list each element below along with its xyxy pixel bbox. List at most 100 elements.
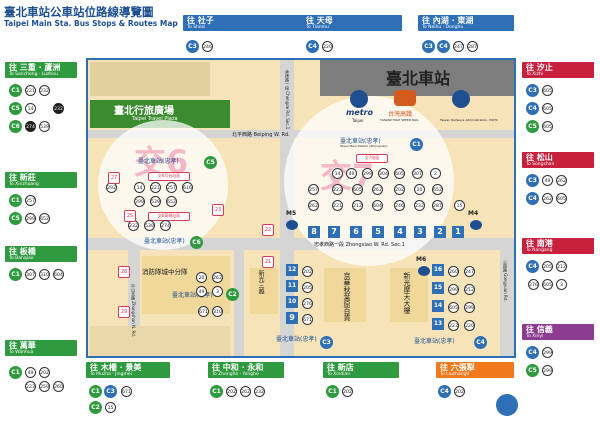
route-c2[interactable]: C2: [89, 401, 102, 414]
route-15[interactable]: 15: [105, 402, 116, 413]
map-stop-c2[interactable]: C2: [226, 288, 239, 301]
dest-bar-shezi[interactable]: 往 社子 To Shezi: [183, 15, 313, 31]
platform-9[interactable]: 9: [286, 312, 298, 324]
route-605[interactable]: 605: [542, 279, 553, 290]
route-49[interactable]: 49: [25, 367, 36, 378]
route-c3[interactable]: C3: [526, 84, 539, 97]
route-604[interactable]: 604: [53, 269, 64, 280]
route-205[interactable]: 205: [542, 261, 553, 272]
map-stop-c1[interactable]: C1: [410, 138, 423, 151]
station-map[interactable]: 交6 交7 臺北車站 metro Taipei 台灣高鐵 TAIWAN HIGH…: [86, 58, 516, 358]
route-c3[interactable]: C3: [186, 40, 199, 53]
dest-bar-xindian[interactable]: 往 新店 To Xindian: [323, 362, 399, 378]
route-274[interactable]: 274: [25, 121, 36, 132]
route-605[interactable]: 605: [542, 85, 553, 96]
route-c1[interactable]: C1: [9, 366, 22, 379]
route-259[interactable]: 259: [39, 381, 50, 392]
route-c3[interactable]: C3: [422, 40, 435, 53]
dest-bar-muzha[interactable]: 往 木柵 · 景美 To Muzha · Jingmei: [86, 362, 170, 378]
route-c4[interactable]: C4: [437, 40, 450, 53]
platform-10[interactable]: 10: [286, 296, 298, 308]
route-232-express[interactable]: 232: [53, 103, 64, 114]
platform-5[interactable]: 5: [372, 226, 384, 238]
dest-bar-xizhi[interactable]: 往 汐止 To Xizhi: [522, 62, 594, 78]
route-c5[interactable]: C5: [9, 102, 22, 115]
platform-15[interactable]: 15: [432, 282, 444, 294]
route-257[interactable]: 257: [25, 195, 36, 206]
map-stop-c3[interactable]: C3: [320, 336, 333, 349]
dest-bar-neihu[interactable]: 往 內湖 · 東湖 To Neihu · Donghu: [418, 15, 514, 31]
route-c5[interactable]: C5: [526, 364, 539, 377]
platform-6[interactable]: 6: [350, 226, 362, 238]
route-262[interactable]: 262: [556, 175, 567, 186]
route-605[interactable]: 605: [556, 193, 567, 204]
route-c4[interactable]: C4: [526, 346, 539, 359]
route-299[interactable]: 299: [25, 213, 36, 224]
route-221[interactable]: 221: [25, 85, 36, 96]
route-539[interactable]: 539: [39, 121, 50, 132]
route-671[interactable]: 671: [121, 386, 132, 397]
route-212[interactable]: 212: [556, 261, 567, 272]
route-299[interactable]: 299: [542, 365, 553, 376]
route-c1[interactable]: C1: [326, 385, 339, 398]
platform-2[interactable]: 2: [434, 226, 446, 238]
route-c4[interactable]: C4: [526, 192, 539, 205]
route-49[interactable]: 49: [542, 175, 553, 186]
dest-bar-banqiao[interactable]: 往 板橋 To Banqiao: [5, 246, 77, 262]
route-232[interactable]: 232: [39, 85, 50, 96]
platform-14[interactable]: 14: [432, 300, 444, 312]
route-14[interactable]: 14: [25, 103, 36, 114]
map-stop-c6[interactable]: C6: [190, 236, 203, 249]
dest-bar-nangang[interactable]: 往 南港 To Nangang: [522, 238, 594, 254]
route-c4[interactable]: C4: [438, 385, 451, 398]
route-c3[interactable]: C3: [526, 174, 539, 187]
route-c5[interactable]: C5: [526, 120, 539, 133]
route-c3[interactable]: C3: [104, 385, 117, 398]
platform-13[interactable]: 13: [432, 318, 444, 330]
route-220[interactable]: 220: [322, 41, 333, 52]
platform-1[interactable]: 1: [452, 226, 464, 238]
platform-11[interactable]: 11: [286, 280, 298, 292]
route-652[interactable]: 652: [39, 213, 50, 224]
platform-12[interactable]: 12: [286, 264, 298, 276]
dest-bar-zhonghe[interactable]: 往 中和 · 永和 To Zhonghe · Yonghe: [208, 362, 284, 378]
route-c6[interactable]: C6: [9, 120, 22, 133]
route-c4[interactable]: C4: [526, 102, 539, 115]
route-202[interactable]: 202: [226, 386, 237, 397]
route-c5[interactable]: C5: [9, 212, 22, 225]
route-3[interactable]: 3: [556, 279, 567, 290]
route-310[interactable]: 310: [39, 269, 50, 280]
route-202[interactable]: 202: [342, 386, 353, 397]
route-299[interactable]: 299: [542, 347, 553, 358]
dest-bar-wanhua[interactable]: 往 萬華 To Wanhua: [5, 340, 77, 356]
route-260[interactable]: 260: [53, 381, 64, 392]
route-247[interactable]: 247: [453, 41, 464, 52]
route-246[interactable]: 246: [202, 41, 213, 52]
route-262[interactable]: 262: [240, 386, 251, 397]
route-202[interactable]: 202: [39, 367, 50, 378]
route-c4[interactable]: C4: [306, 40, 319, 53]
dest-bar-songshan[interactable]: 往 松山 To Songshan: [522, 152, 594, 168]
route-c4[interactable]: C4: [526, 260, 539, 273]
route-605[interactable]: 605: [542, 103, 553, 114]
route-c1[interactable]: C1: [89, 385, 102, 398]
route-287[interactable]: 287: [467, 41, 478, 52]
route-c1[interactable]: C1: [9, 84, 22, 97]
route-223[interactable]: 223: [25, 381, 36, 392]
route-262[interactable]: 262: [542, 193, 553, 204]
route-307[interactable]: 307: [25, 269, 36, 280]
route-202[interactable]: 202: [454, 386, 465, 397]
route-605[interactable]: 605: [542, 121, 553, 132]
platform-3[interactable]: 3: [414, 226, 426, 238]
platform-8[interactable]: 8: [308, 226, 320, 238]
route-c1[interactable]: C1: [9, 268, 22, 281]
dest-bar-liuzhangli[interactable]: 往 六張犁 To Liuzhangli: [436, 362, 514, 378]
platform-4[interactable]: 4: [394, 226, 406, 238]
dest-bar-xinyi[interactable]: 往 信義 To Xinyi: [522, 324, 594, 340]
dest-bar-tianmu[interactable]: 往 天母 To Tianmu: [302, 15, 402, 31]
route-232[interactable]: 232: [254, 386, 265, 397]
route-c1[interactable]: C1: [9, 194, 22, 207]
map-stop-c4[interactable]: C4: [474, 336, 487, 349]
platform-16[interactable]: 16: [432, 264, 444, 276]
map-stop-c5[interactable]: C5: [204, 156, 217, 169]
